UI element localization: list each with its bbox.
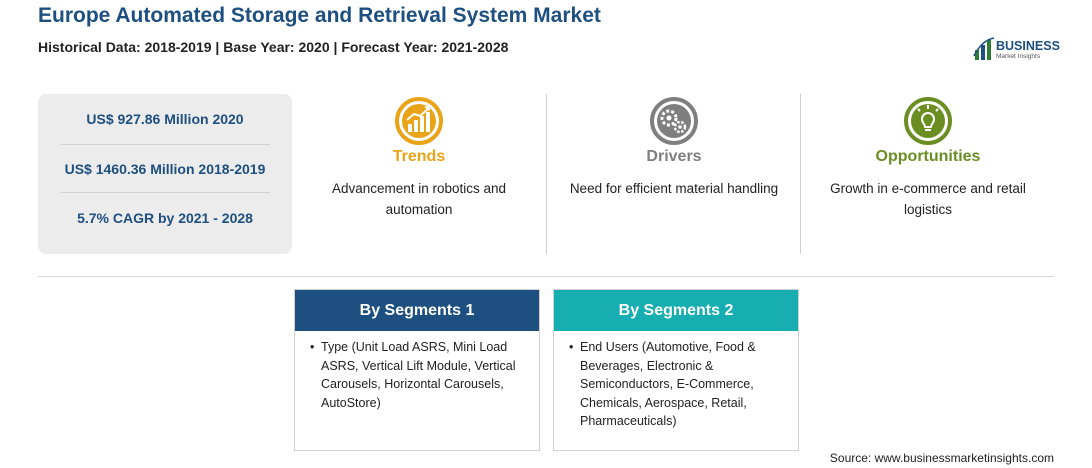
opportunities-text: Growth in e-commerce and retail logistic… [830,181,1026,217]
svg-text:BUSINESS: BUSINESS [996,39,1060,53]
segments-1-heading: By Segments 1 [295,290,539,331]
page-subtitle: Historical Data: 2018-2019 | Base Year: … [38,39,509,55]
drivers-text: Need for efficient material handling [569,181,779,196]
divider [60,144,270,145]
opportunities-heading: Opportunities [875,148,981,165]
market-stats-panel: US$ 927.86 Million 2020 US$ 1460.36 Mill… [38,94,292,254]
segments-2-box: By Segments 2 End Users (Automotive, Foo… [553,289,799,451]
trends-heading: Trends [392,148,446,165]
page-title: Europe Automated Storage and Retrieval S… [38,4,601,27]
svg-text:Market Insights: Market Insights [996,53,1041,60]
segments-2-heading: By Segments 2 [554,290,798,331]
column-divider [800,94,801,254]
segments-1-box: By Segments 1 Type (Unit Load ASRS, Mini… [294,289,540,451]
section-divider [38,276,1054,277]
business-market-insights-logo: BUSINESS Market Insights [973,37,1060,60]
trend-chart-icon [395,97,443,145]
market-value-historical: US$ 1460.36 Million 2018-2019 [64,161,266,177]
list-item: End Users (Automotive, Food & Beverages,… [569,338,786,431]
list-item: Type (Unit Load ASRS, Mini Load ASRS, Ve… [310,338,527,412]
source-note: Source: www.businessmarketinsights.com [829,451,1054,465]
column-divider [546,94,547,254]
divider [60,192,270,193]
gears-icon [650,97,698,145]
market-cagr: 5.7% CAGR by 2021 - 2028 [77,210,253,226]
lightbulb-icon [904,97,952,145]
segments-1-list: Type (Unit Load ASRS, Mini Load ASRS, Ve… [295,331,539,412]
drivers-heading: Drivers [646,148,702,165]
segments-2-list: End Users (Automotive, Food & Beverages,… [554,331,798,431]
market-value-2020: US$ 927.86 Million 2020 [86,111,244,127]
trends-text: Advancement in robotics and automation [331,181,507,217]
